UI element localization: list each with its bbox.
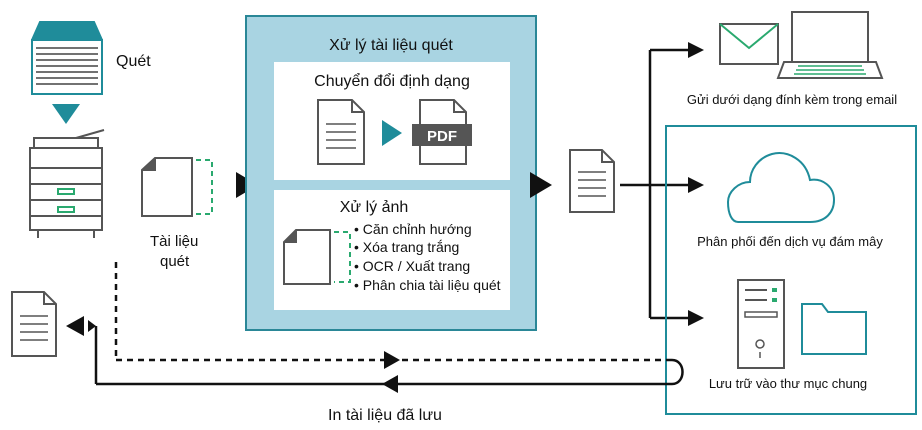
down-arrow-icon bbox=[52, 104, 80, 124]
shared-folder-label: Lưu trữ vào thư mục chung bbox=[709, 376, 867, 391]
processing-title: Xử lý tài liệu quét bbox=[329, 37, 453, 54]
printed-document-icon bbox=[11, 291, 57, 357]
scanned-document-icon bbox=[141, 157, 213, 217]
print-saved-label: In tài liệu đã lưu bbox=[328, 407, 442, 424]
arrow-to-email-icon bbox=[688, 42, 704, 58]
scan-label: Quét bbox=[116, 53, 151, 70]
email-icon bbox=[719, 23, 779, 65]
image-processing-title: Xử lý ảnh bbox=[340, 199, 409, 216]
paper-stack-icon bbox=[31, 21, 103, 95]
cloud-label: Phân phối đến dịch vụ đám mây bbox=[697, 234, 883, 249]
image-item-blank-page: • Xóa trang trắng bbox=[354, 239, 459, 255]
output-document-icon bbox=[569, 149, 615, 213]
image-item-orientation: • Căn chỉnh hướng bbox=[354, 221, 472, 237]
printed-doc-arrowhead-icon bbox=[66, 316, 84, 336]
source-document-icon bbox=[317, 99, 365, 165]
image-processing-document-icon bbox=[283, 229, 351, 285]
arrow-to-printed-doc-icon bbox=[78, 320, 96, 332]
return-arrow-dashed-icon bbox=[384, 351, 400, 369]
server-icon bbox=[737, 279, 785, 369]
arrow-to-cloud-icon bbox=[688, 177, 704, 193]
format-conversion-panel bbox=[274, 62, 510, 180]
scanned-document-label-line1: Tài liệu bbox=[150, 233, 198, 250]
format-conversion-title: Chuyển đổi định dạng bbox=[314, 72, 470, 90]
arrow-from-processing-icon bbox=[530, 172, 552, 198]
email-label: Gửi dưới dạng đính kèm trong email bbox=[687, 92, 897, 107]
image-item-ocr: • OCR / Xuất trang bbox=[354, 258, 470, 274]
cloud-icon bbox=[726, 152, 836, 223]
scanned-document-label-line2: quét bbox=[160, 253, 190, 270]
convert-arrow-icon bbox=[382, 120, 402, 146]
folder-icon bbox=[801, 303, 867, 355]
pdf-document-icon bbox=[412, 99, 472, 165]
return-arrow-solid-icon bbox=[382, 375, 398, 393]
printer-scanner-icon bbox=[29, 129, 105, 238]
distribution-connectors bbox=[620, 48, 692, 320]
image-item-split: • Phân chia tài liệu quét bbox=[354, 277, 501, 293]
pdf-badge: PDF bbox=[427, 128, 457, 145]
storage-group-panel bbox=[665, 125, 917, 415]
arrow-to-folder-icon bbox=[688, 310, 704, 326]
laptop-icon bbox=[776, 11, 884, 79]
